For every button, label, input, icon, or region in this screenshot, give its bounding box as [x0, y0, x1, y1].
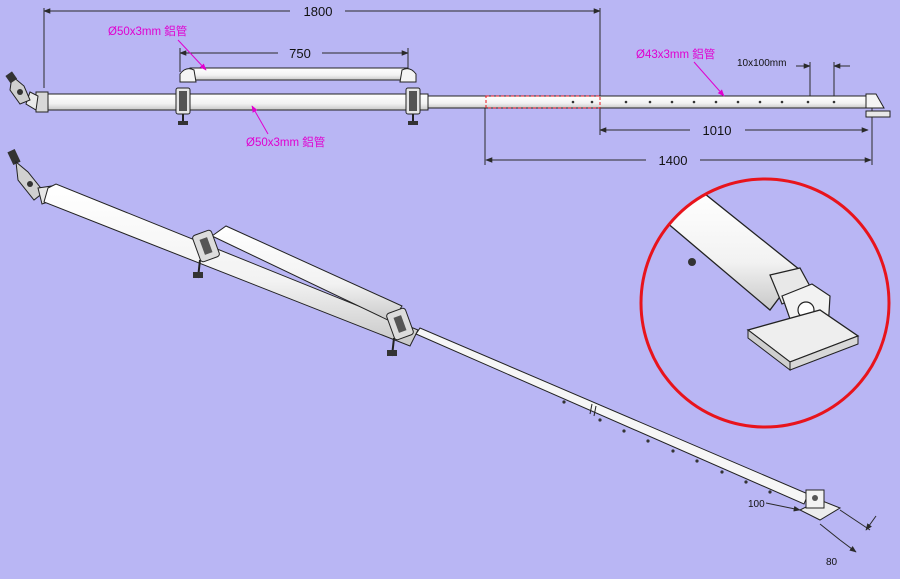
upper-tube-spec: Ø50x3mm 鋁管 [108, 24, 187, 38]
side-view: 1800 750 [5, 4, 891, 168]
dimension-foot-height: 100 [748, 499, 877, 531]
extension-tube-spec: Ø43x3mm 鋁管 [636, 47, 715, 61]
detail-view [639, 177, 891, 429]
dimension-hole-spacing: 10x100mm [737, 58, 850, 96]
dimension-1010-label: 1010 [703, 123, 732, 138]
foot-height-label: 100 [748, 499, 765, 510]
dimension-foot-width: 80 [819, 523, 857, 568]
dimension-750-label: 750 [289, 46, 311, 61]
dimension-1400: 1400 [485, 153, 872, 168]
clamp-iso-left [192, 229, 220, 279]
foot-width-label: 80 [826, 557, 838, 568]
dimension-1400-label: 1400 [659, 153, 688, 168]
isometric-view: 100 80 [7, 148, 877, 568]
callout-extension-tube: Ø43x3mm 鋁管 [636, 47, 725, 97]
main-tube-spec: Ø50x3mm 鋁管 [246, 135, 325, 149]
dimension-750: 750 [179, 46, 409, 61]
clamp-right [405, 87, 421, 125]
clamp-iso-right [386, 307, 414, 357]
dimension-1800-label: 1800 [304, 4, 333, 19]
callout-upper-tube: Ø50x3mm 鋁管 [108, 24, 207, 71]
callout-main-tube: Ø50x3mm 鋁管 [246, 105, 325, 149]
swivel-head-left [5, 71, 49, 113]
dimension-1800: 1800 [43, 4, 601, 19]
foot-iso [798, 489, 842, 521]
hole-spacing-label: 10x100mm [737, 58, 786, 69]
clamp-left [175, 87, 191, 125]
dimension-1010: 1010 [599, 123, 869, 138]
detail-circle [639, 177, 891, 429]
